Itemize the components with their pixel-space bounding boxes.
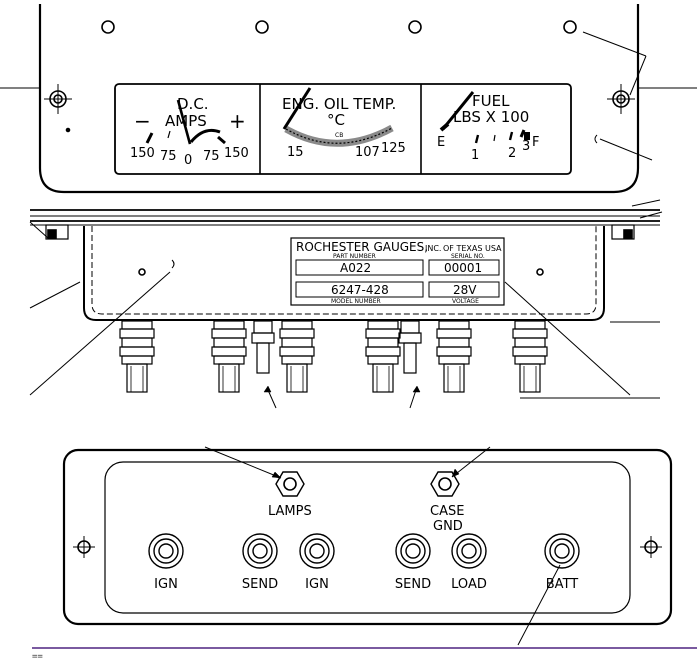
amps-title-2: AMPS <box>165 112 207 130</box>
side-view: ROCHESTER GAUGES, INC. OF TEXAS USA PART… <box>29 199 663 409</box>
amps-gauge: D.C. AMPS − + 150 75 0 75 150 <box>130 95 249 168</box>
rear-mount-crosshair-left <box>73 536 95 558</box>
terminal-stud <box>279 320 315 393</box>
nameplate-maker: ROCHESTER GAUGES, <box>296 240 428 254</box>
amps-tick-75-neg: 75 <box>160 149 177 164</box>
amps-tick-75-pos: 75 <box>203 149 220 164</box>
rear-post-label: IGN <box>305 577 329 592</box>
label-gnd: GND <box>433 519 463 534</box>
terminal-stud <box>512 320 548 393</box>
rear-mount-crosshair-right <box>640 536 662 558</box>
fuel-tick-e: E <box>437 135 445 150</box>
amps-minus-sign: − <box>134 109 151 133</box>
front-panel: D.C. AMPS − + 150 75 0 75 150 ENG. OIL T… <box>0 4 697 194</box>
mounting-hole <box>255 20 269 34</box>
nameplate-serial: 00001 <box>444 261 482 275</box>
amps-tick-150-pos: 150 <box>224 146 249 161</box>
fuel-needle <box>441 91 475 130</box>
mounting-hole <box>408 20 422 34</box>
rear-post-label: LOAD <box>451 577 487 592</box>
rear-post-1 <box>242 533 278 569</box>
terminal-stud <box>211 320 247 393</box>
nameplate-part-label: PART NUMBER <box>333 253 376 260</box>
rear-post-label: SEND <box>395 577 431 592</box>
oil-tick-107: 107 <box>355 145 380 160</box>
nameplate-model-label: MODEL NUMBER <box>331 298 381 305</box>
lamps-stud <box>204 446 305 497</box>
amps-needle <box>176 99 192 145</box>
fuel-tick-3: 3 <box>522 139 530 154</box>
nameplate-voltage-label: VOLTAGE <box>452 298 479 305</box>
rear-post-0 <box>148 533 184 569</box>
rear-view: LAMPS CASE GND IGN SEND IGN SEND LOAD BATT <box>62 446 673 646</box>
case-ground-stud <box>430 446 491 497</box>
fuel-gauge: FUEL LBS X 100 E 1 2 3 F <box>437 91 539 163</box>
label-lamps: LAMPS <box>268 504 312 519</box>
fuel-title-2: LBS X 100 <box>453 108 529 126</box>
label-case: CASE <box>430 504 464 519</box>
terminal-stud <box>365 320 401 393</box>
fuel-tick-f: F <box>532 135 539 150</box>
oil-temp-gauge: ENG. OIL TEMP. °C CB 15 107 125 <box>282 87 406 160</box>
mounting-hole <box>563 20 577 34</box>
nameplate-location: OF TEXAS USA <box>443 244 502 253</box>
amps-plus-sign: + <box>229 109 246 133</box>
small-stud <box>398 320 422 374</box>
rear-posts: IGN SEND IGN SEND LOAD BATT <box>148 533 580 592</box>
rear-post-label: IGN <box>154 577 178 592</box>
terminal-stud <box>119 320 155 393</box>
nameplate-serial-label: SERIAL NO. <box>451 253 485 260</box>
rear-post-3 <box>395 533 431 569</box>
oil-tick-15: 15 <box>287 145 304 160</box>
fuel-tick-1: 1 <box>471 148 479 163</box>
rear-post-5 <box>544 533 580 569</box>
terminal-stud <box>436 320 472 393</box>
amps-title-1: D.C. <box>177 95 209 113</box>
small-stud <box>251 320 275 374</box>
mount-crosshair-left <box>44 84 72 114</box>
rear-post-label: BATT <box>546 577 579 592</box>
fuel-tick-2: 2 <box>508 146 516 161</box>
nameplate-model-number: 6247-428 <box>331 283 389 297</box>
nameplate: ROCHESTER GAUGES, INC. OF TEXAS USA PART… <box>290 237 505 306</box>
oil-tick-125: 125 <box>381 141 406 156</box>
nameplate-part-number: A022 <box>340 261 371 275</box>
nameplate-maker-suffix: INC. <box>425 244 441 253</box>
oil-mid-mark: CB <box>335 132 343 139</box>
mounting-hole <box>101 20 115 34</box>
terminal-studs <box>119 320 548 393</box>
oil-needle <box>282 87 312 130</box>
amps-tick-0: 0 <box>184 153 192 168</box>
rear-post-4 <box>451 533 487 569</box>
rear-post-label: SEND <box>242 577 278 592</box>
mount-crosshair-right <box>607 84 635 114</box>
amps-tick-150-neg: 150 <box>130 146 155 161</box>
fuel-title-1: FUEL <box>472 92 510 110</box>
nameplate-voltage: 28V <box>453 283 477 297</box>
oil-title-1: ENG. OIL TEMP. <box>282 95 396 113</box>
rear-post-2 <box>299 533 335 569</box>
oil-title-2: °C <box>327 111 345 129</box>
page-footer-mark: == <box>32 652 43 662</box>
